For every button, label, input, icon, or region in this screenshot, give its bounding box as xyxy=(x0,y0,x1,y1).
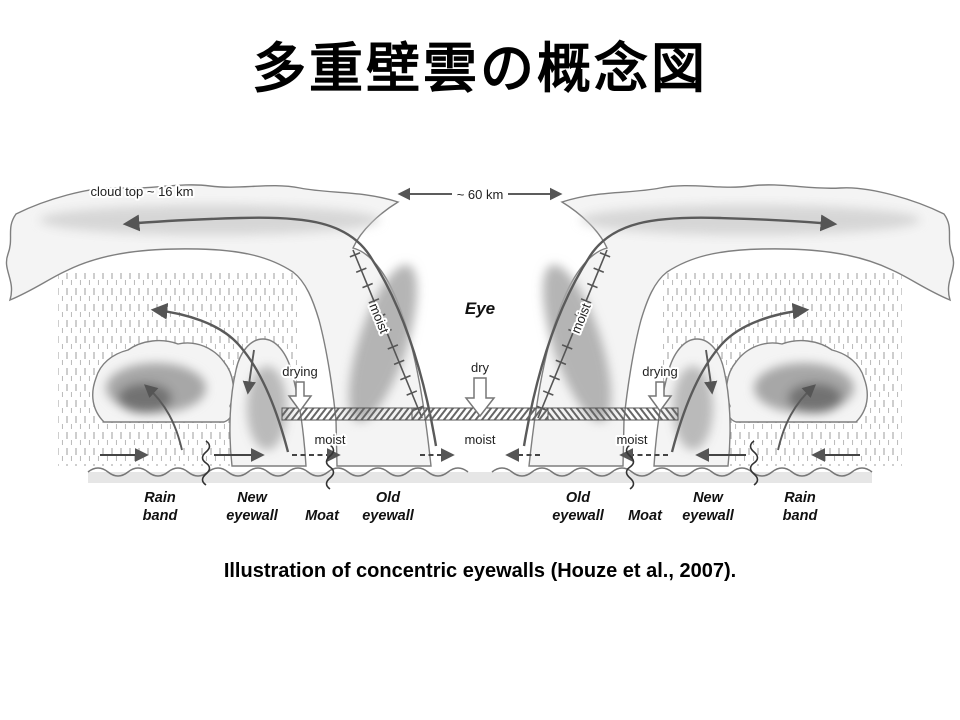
moist-surface-label-right: moist xyxy=(616,432,647,447)
bottom-label-rain-band-right-2: band xyxy=(783,508,819,524)
bottom-label-new-eyewall-right: New xyxy=(693,490,725,506)
bottom-label-old-eyewall-left-2: eyewall xyxy=(362,508,415,524)
concentric-eyewall-diagram: cloud top ~ 16 km ~ 60 km Eye dry drying… xyxy=(0,158,960,524)
bottom-label-rain-band-left-2: band xyxy=(143,508,179,524)
dry-down-arrow xyxy=(464,377,496,418)
moist-surface-label-center: moist xyxy=(464,432,495,447)
bottom-label-old-eyewall-left: Old xyxy=(376,490,401,506)
cloud-top-label: cloud top ~ 16 km xyxy=(91,184,194,199)
bottom-label-old-eyewall-right-2: eyewall xyxy=(552,508,605,524)
bottom-label-moat-left-2: Moat xyxy=(305,508,340,524)
left-half xyxy=(6,185,484,489)
bottom-labels: Rain band New eyewall Moat Old eyewall O… xyxy=(143,490,819,524)
right-half-mirror xyxy=(476,185,954,489)
bottom-label-moat-right-2: Moat xyxy=(628,508,663,524)
moist-surface-label-left: moist xyxy=(314,432,345,447)
bottom-label-new-eyewall-right-2: eyewall xyxy=(682,508,735,524)
bottom-label-new-eyewall-left-2: eyewall xyxy=(226,508,279,524)
bottom-label-rain-band-left: Rain xyxy=(144,490,176,506)
slide-title: 多重壁雲の概念図 xyxy=(252,39,708,99)
drying-label-left: drying xyxy=(282,364,317,379)
drying-label-right: drying xyxy=(642,364,677,379)
eye-label: Eye xyxy=(465,299,495,318)
bottom-label-old-eyewall-right: Old xyxy=(566,490,591,506)
scale-label: ~ 60 km xyxy=(457,187,504,202)
bottom-label-new-eyewall-left: New xyxy=(237,490,269,506)
figure-caption: Illustration of concentric eyewalls (Hou… xyxy=(223,560,737,583)
bottom-label-rain-band-right: Rain xyxy=(784,490,816,506)
dry-label: dry xyxy=(471,360,490,375)
